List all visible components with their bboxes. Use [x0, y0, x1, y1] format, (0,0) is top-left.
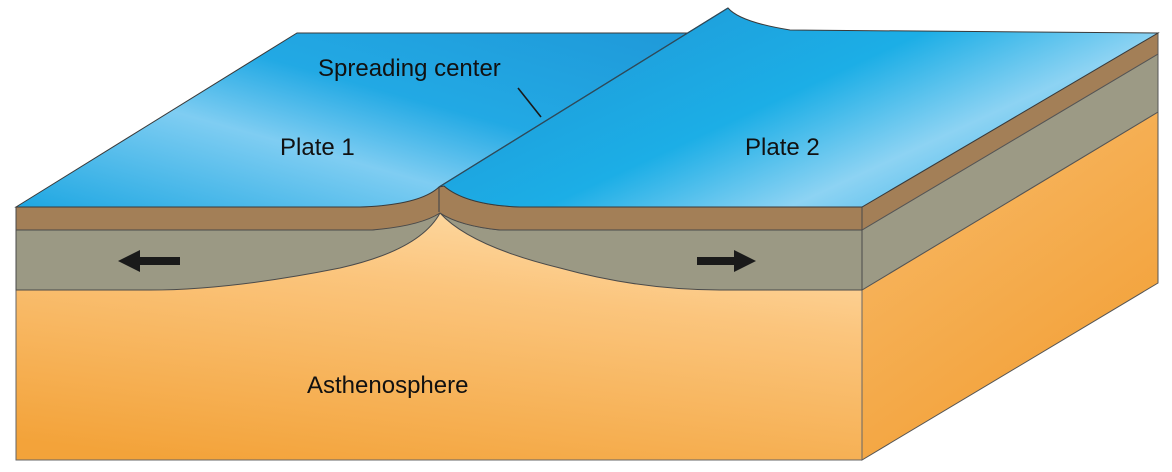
spreading-ridge-line: [438, 7, 729, 188]
front-face: [15, 185, 863, 461]
arrow-left-icon: [118, 250, 180, 272]
label-asthenosphere: Asthenosphere: [307, 372, 468, 399]
ocean-surface: [14, 7, 1160, 208]
arrow-right-icon: [697, 250, 756, 272]
spreading-center-leader: [517, 87, 542, 118]
label-plate-2: Plate 2: [745, 134, 820, 161]
ocean-plate2: [438, 7, 1160, 208]
label-plate-1: Plate 1: [280, 134, 355, 161]
label-spreading-center: Spreading center: [318, 55, 501, 82]
